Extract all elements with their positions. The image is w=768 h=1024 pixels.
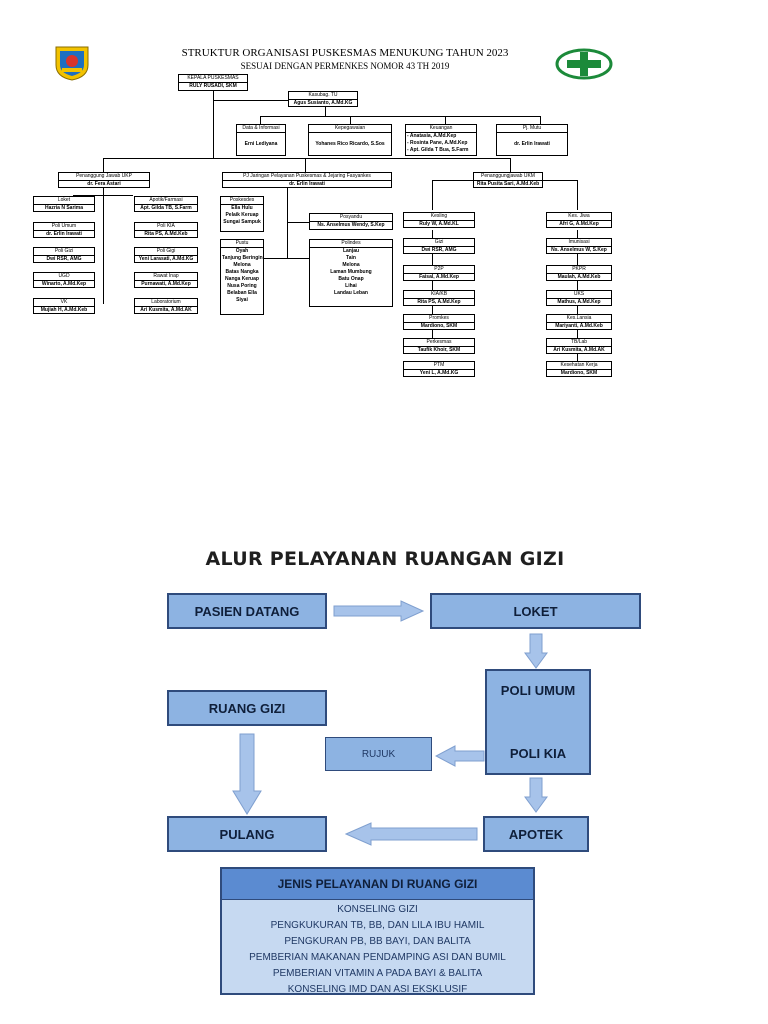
pustu-box: Pustu Oyah Tanjung Beringin Melona Batas… [220, 239, 264, 315]
org-chart-subtitle: SESUAI DENGAN PERMENKES NOMOR 43 TH 2019 [240, 61, 450, 71]
jenis-pelayanan-box: JENIS PELAYANAN DI RUANG GIZI KONSELING … [220, 867, 535, 995]
arrow-down-icon [524, 777, 548, 813]
poli-umum-label: POLI UMUM [500, 683, 576, 698]
puskesmas-logo [555, 48, 613, 80]
poli-box: POLI UMUM POLI KIA [485, 669, 591, 775]
apotek-box: APOTEK [483, 816, 589, 852]
poli-kia-label: POLI KIA [509, 746, 567, 761]
loket-box: LOKET [430, 593, 641, 629]
jenis-item: KONSELING GIZI [337, 904, 418, 915]
keuangan-box: Keuangan - Anatasia, A.Md.Kep - Rosinta … [405, 124, 477, 156]
pasien-datang-box: PASIEN DATANG [167, 593, 327, 629]
rujuk-box: RUJUK [325, 737, 432, 771]
arrow-right-icon [333, 600, 425, 622]
jejaring-box: PJ Jaringan Pelayanan Puskesmas & Jejari… [222, 172, 392, 188]
jenis-item: PENGKUKURAN TB, BB, DAN LILA IBU HAMIL [270, 920, 485, 931]
jenis-item: PEMBERIAN MAKANAN PENDAMPING ASI DAN BUM… [249, 952, 506, 963]
district-emblem-logo [52, 45, 92, 81]
arrow-down-icon [524, 633, 548, 669]
polindes-box: Polindes Lanjau Tain Melona Laman Mumbun… [309, 239, 393, 307]
jenis-item: PEMBERIAN VITAMIN A PADA BAYI & BALITA [272, 968, 483, 979]
jenis-item: KONSELING IMD DAN ASI EKSKLUSIF [287, 984, 468, 995]
pulang-box: PULANG [167, 816, 327, 852]
arrow-left-icon [345, 822, 478, 846]
poskesdes-box: Poskesdes Ella Hulu Pelaik Keruap Sungai… [220, 196, 264, 232]
ruang-gizi-box: RUANG GIZI [167, 690, 327, 726]
jenis-pelayanan-title: JENIS PELAYANAN DI RUANG GIZI [222, 869, 533, 900]
jenis-item: PENGKURAN PB, BB BAYI, DAN BALITA [284, 936, 471, 947]
flow-title: ALUR PELAYANAN RUANGAN GIZI [205, 548, 565, 570]
arrow-down-icon [232, 733, 262, 815]
arrow-left-icon [435, 745, 485, 767]
org-chart-title: STRUKTUR ORGANISASI PUSKESMAS MENUKUNG T… [181, 47, 509, 59]
